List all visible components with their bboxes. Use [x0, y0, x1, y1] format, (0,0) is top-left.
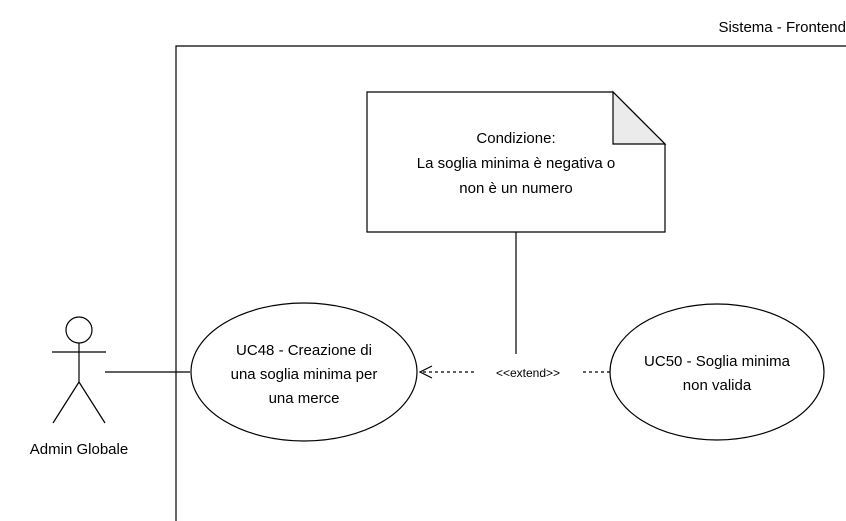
extend-label: <<extend>>	[496, 366, 560, 380]
use-case-uc50[interactable]	[609, 303, 825, 441]
use-case-uc50-line-1: UC50 - Soglia minima	[644, 353, 791, 370]
actor-right-leg	[78, 381, 106, 424]
actor-admin-globale[interactable]	[52, 316, 106, 424]
use-case-uc48[interactable]	[190, 302, 418, 442]
system-boundary	[175, 45, 846, 521]
use-case-uc48-line-3: una merce	[269, 390, 340, 407]
use-case-uc48-line-1: UC48 - Creazione di	[236, 342, 372, 359]
note-folded-corner	[612, 90, 667, 145]
extend-arrowhead	[418, 365, 433, 379]
actor-label: Admin Globale	[30, 441, 128, 458]
condition-note[interactable]	[366, 90, 667, 233]
note-body	[366, 91, 666, 233]
system-boundary-label: Sistema - Frontend	[718, 19, 846, 36]
use-case-uc48-line-2: una soglia minima per	[231, 366, 378, 383]
actor-left-leg	[52, 381, 80, 424]
note-line-3: non è un numero	[459, 180, 572, 197]
actor-head	[65, 316, 93, 344]
note-line-1: Condizione:	[476, 130, 555, 147]
use-case-uc50-line-2: non valida	[683, 377, 752, 394]
note-line-2: La soglia minima è negativa o	[417, 155, 615, 172]
